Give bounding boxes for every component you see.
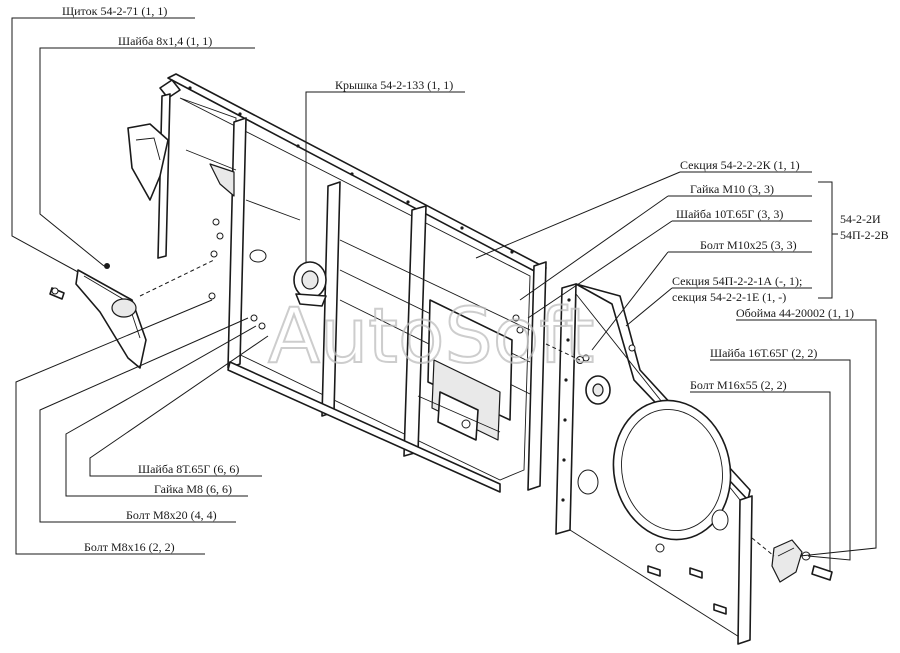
bolt-m16x55 [811, 565, 833, 581]
label-shaiba-8t: Шайба 8Т.65Г (6, 6) [138, 462, 239, 476]
label-gaika-m8: Гайка М8 (6, 6) [154, 482, 232, 496]
label-sektsiya-1e: секция 54-2-2-1Е (1, -) [672, 290, 786, 304]
label-shaiba-8x14: Шайба 8х1,4 (1, 1) [118, 34, 212, 48]
label-shaiba-10t: Шайба 10Т.65Г (3, 3) [676, 207, 783, 221]
label-bolt-m8x20: Болт М8х20 (4, 4) [126, 508, 217, 522]
label-bolt-m8x16: Болт М8х16 (2, 2) [84, 540, 175, 554]
clip-part [771, 539, 803, 583]
label-bolt-m10x25: Болт М10х25 (3, 3) [700, 238, 797, 252]
shield-part [75, 263, 147, 369]
watermark: AutoSoft [268, 291, 594, 380]
label-assembly-2: 54П-2-2В [840, 228, 889, 242]
label-shaiba-16t: Шайба 16Т.65Г (2, 2) [710, 346, 817, 360]
shield-bolt [49, 287, 65, 300]
label-sektsiya-2k: Секция 54-2-2-2К (1, 1) [680, 158, 800, 172]
label-gaika-m10: Гайка М10 (3, 3) [690, 182, 774, 196]
label-assembly-1: 54-2-2И [840, 212, 881, 226]
label-bolt-m16x55: Болт М16х55 (2, 2) [690, 378, 787, 392]
label-kryshka: Крышка 54-2-133 (1, 1) [335, 78, 453, 92]
right-section-frame [555, 283, 753, 645]
label-shchitok: Щиток 54-2-71 (1, 1) [62, 4, 167, 18]
left-section-frame [127, 73, 547, 493]
label-sektsiya-2a: Секция 54П-2-2-1А (-, 1); [672, 274, 802, 288]
callout-labels: Щиток 54-2-71 (1, 1) Шайба 8х1,4 (1, 1) … [62, 4, 889, 554]
label-oboima: Обойма 44-20002 (1, 1) [736, 306, 854, 320]
leader-lines [11, 17, 877, 572]
